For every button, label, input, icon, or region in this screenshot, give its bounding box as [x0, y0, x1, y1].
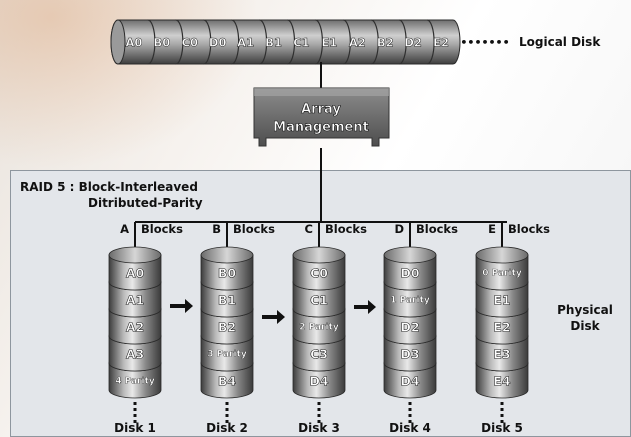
logical-block-label: D2 [404, 36, 422, 50]
logical-block-label: C1 [293, 36, 309, 50]
disk-letter-label: A [120, 222, 129, 236]
disk-dot [501, 408, 504, 411]
disk-block: B0 [201, 247, 253, 290]
disk-blocks-label: Blocks [141, 222, 183, 236]
disk-dot [409, 408, 412, 411]
disk-name-label: Disk 3 [298, 421, 340, 435]
disk-dot [226, 414, 229, 417]
raid-title-line2: Ditributed-Parity [88, 196, 203, 210]
data-block-label: A1 [126, 293, 144, 308]
disk-dot [409, 414, 412, 417]
logical-block-label: C0 [182, 36, 198, 50]
disk-name-label: Disk 1 [114, 421, 156, 435]
data-block-label: E3 [493, 347, 510, 362]
disk-dot [318, 414, 321, 417]
data-block-label: D4 [400, 374, 419, 389]
disk-dot [318, 402, 321, 405]
disk-dot [134, 402, 137, 405]
data-block-label: D3 [400, 347, 419, 362]
data-block-label: B0 [218, 266, 237, 281]
parity-block-label: 4 Parity [115, 377, 155, 387]
disk-dot [226, 402, 229, 405]
disk-name-label: Disk 2 [206, 421, 248, 435]
disk-letter-label: D [394, 222, 404, 236]
raid-title-line1: RAID 5 : Block-Interleaved [20, 180, 198, 194]
disk-dot [501, 414, 504, 417]
logical-block-label: E1 [321, 36, 337, 50]
disk-dot [501, 402, 504, 405]
data-block-label: B4 [218, 374, 237, 389]
physical-disk-label-line1: Physical [557, 303, 613, 317]
disk-blocks-label: Blocks [508, 222, 550, 236]
data-block-label: C3 [310, 347, 328, 362]
disk-letter-label: C [305, 222, 313, 236]
disk-name-label: Disk 4 [389, 421, 431, 435]
logical-disk: A0 B0 C0 D0 A1 B1 C1 E1 A2 B2 D2 E2 ••••••• [111, 20, 510, 64]
disk-dot [134, 408, 137, 411]
data-block-label: A3 [126, 347, 144, 362]
data-block-label: A0 [126, 266, 145, 281]
disk-block: D0 [384, 247, 436, 290]
parity-block-label: 1 Parity [390, 296, 430, 306]
data-block-label: E4 [493, 374, 511, 389]
disk-block: A0 [109, 247, 161, 290]
logical-block-label: D0 [209, 36, 227, 50]
disk-dot [409, 402, 412, 405]
data-block-label: D4 [309, 374, 328, 389]
logical-block-label: E2 [433, 36, 449, 50]
disk-block: 0 Parity [476, 247, 528, 290]
disk-name-label: Disk 5 [481, 421, 523, 435]
data-block-label: D2 [400, 320, 419, 335]
array-label-line1: Array [301, 102, 341, 117]
disk-block: C0 [293, 247, 345, 290]
parity-block-label: 3 Parity [207, 350, 247, 360]
data-block-label: D0 [400, 266, 419, 281]
disk-dot [134, 414, 137, 417]
disk-blocks-label: Blocks [233, 222, 275, 236]
data-block-label: B2 [218, 320, 236, 335]
disk-dot [226, 408, 229, 411]
logical-block-label: A2 [349, 36, 366, 50]
logical-block-label: B0 [153, 36, 170, 50]
disk-letter-label: B [212, 222, 221, 236]
flow-arrow [354, 300, 376, 314]
physical-disk-label-line2: Disk [570, 319, 600, 333]
data-block-label: B1 [218, 293, 236, 308]
disk-dot [318, 408, 321, 411]
flow-arrow [170, 299, 193, 313]
disk-blocks-label: Blocks [325, 222, 367, 236]
flow-arrow [262, 310, 285, 324]
logical-block-label: B1 [265, 36, 282, 50]
parity-block-label: 2 Parity [299, 323, 339, 333]
logical-disk-label: Logical Disk [519, 35, 601, 49]
disk-letter-label: E [488, 222, 496, 236]
data-block-label: E2 [493, 320, 510, 335]
data-block-label: A2 [126, 320, 144, 335]
logical-block-label: A0 [126, 36, 143, 50]
logical-block-label: B2 [377, 36, 394, 50]
array-label-line2: Management [273, 120, 369, 135]
array-management-box: Array Management [254, 88, 389, 146]
data-block-label: C1 [310, 293, 328, 308]
parity-block-label: 0 Parity [482, 269, 522, 279]
logical-block-label: A1 [237, 36, 254, 50]
disk-blocks-label: Blocks [416, 222, 458, 236]
logical-disk-ellipsis: ••••••• [460, 36, 509, 49]
data-block-label: C0 [310, 266, 328, 281]
data-block-label: E1 [493, 293, 510, 308]
